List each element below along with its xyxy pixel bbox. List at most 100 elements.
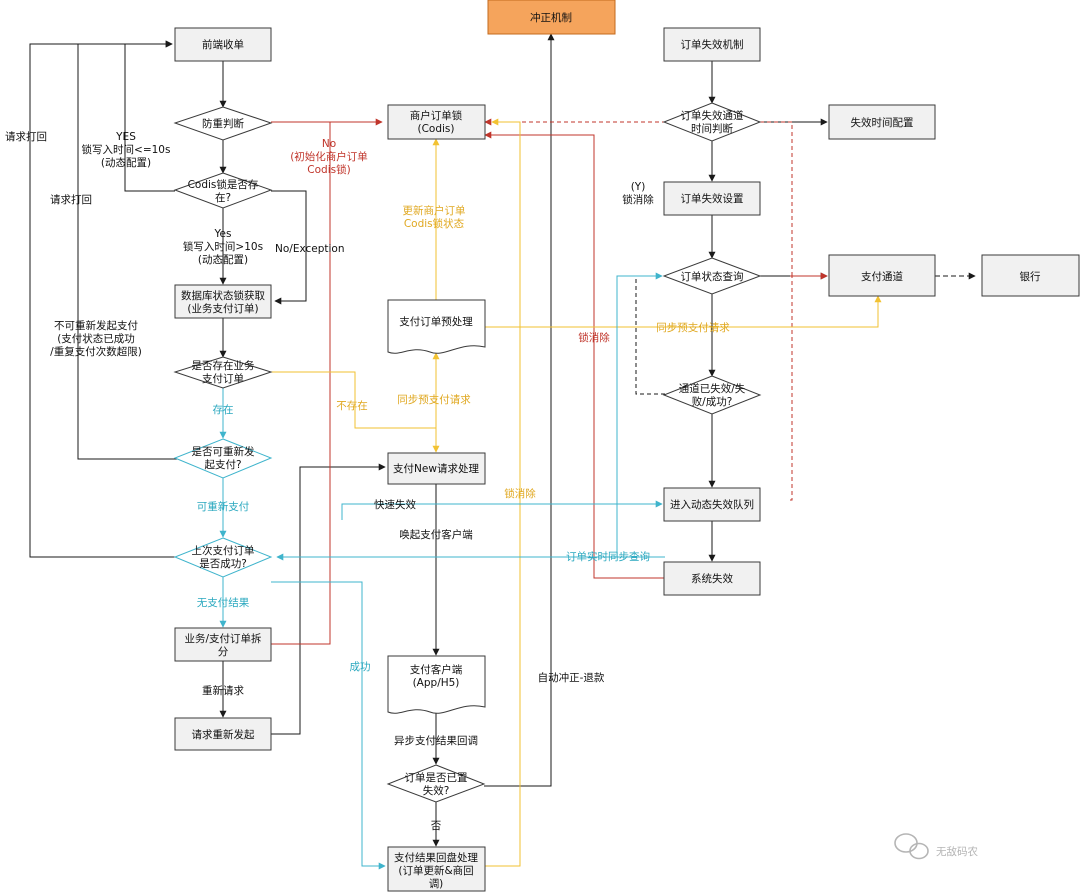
label-invoke-client: 唤起支付客户端	[399, 528, 473, 541]
edge-codis-no-exception	[271, 190, 307, 305]
svg-text:业务/支付订单拆: 业务/支付订单拆	[184, 632, 261, 645]
node-new-request[interactable]: 支付New请求处理	[387, 452, 486, 485]
label-unlock-y-2: 锁消除	[622, 193, 654, 206]
svg-text:(App/H5): (App/H5)	[413, 677, 460, 689]
svg-text:Codis锁是否存: Codis锁是否存	[188, 178, 259, 191]
svg-text:(订单更新&商回: (订单更新&商回	[398, 864, 473, 877]
label-no-init-3: Codis锁)	[307, 163, 350, 176]
svg-text:是否成功?: 是否成功?	[199, 558, 247, 570]
node-system-expire[interactable]: 系统失效	[663, 561, 761, 596]
node-dynamic-queue[interactable]: 进入动态失效队列	[663, 487, 761, 522]
edge-expired-to-correction	[484, 33, 555, 787]
svg-text:(业务支付订单): (业务支付订单)	[187, 302, 258, 315]
node-split-order[interactable]: 业务/支付订单拆 分	[174, 627, 272, 662]
node-pay-channel[interactable]: 支付通道	[828, 254, 936, 297]
svg-text:支付New请求处理: 支付New请求处理	[393, 462, 479, 475]
svg-text:是否可重新发: 是否可重新发	[192, 445, 255, 458]
svg-text:(Codis): (Codis)	[417, 123, 454, 135]
label-sync-prepay-right: 同步预支付请求	[656, 321, 730, 334]
label-bounce-back-1: 请求打回	[5, 130, 47, 143]
svg-text:在?: 在?	[215, 192, 231, 204]
edge-sync-prepay	[485, 295, 882, 328]
edge-unlock-y	[485, 122, 793, 501]
label-update-lock-1: 更新商户订单	[403, 204, 466, 217]
edge-unlock-red	[484, 131, 665, 579]
label-sync-prepay-left: 同步预支付请求	[397, 393, 471, 406]
svg-text:分: 分	[218, 646, 229, 658]
svg-text:进入动态失效队列: 进入动态失效队列	[670, 498, 754, 511]
svg-text:前端收单: 前端收单	[202, 38, 244, 51]
label-no-exception: No/Exception	[275, 243, 345, 255]
node-front-checkout[interactable]: 前端收单	[174, 27, 272, 62]
label-yes-gt10-3: (动态配置)	[198, 253, 248, 266]
edge-to-status-query	[616, 272, 663, 557]
label-success: 成功	[350, 661, 371, 673]
label-yes-lt10-2: 锁写入时间<=10s	[82, 143, 171, 156]
watermark-text: 无敌码农	[936, 845, 978, 858]
edge-cannot-repay-loop	[77, 44, 178, 460]
node-status-query[interactable]: 订单状态查询	[662, 257, 762, 295]
node-dedupe-check[interactable]: 防重判断	[173, 106, 273, 141]
svg-text:失效时间配置: 失效时间配置	[851, 116, 914, 129]
label-not-exists: 不存在	[336, 399, 368, 412]
svg-text:订单状态查询: 订单状态查询	[681, 270, 744, 283]
label-fast-expire: 快速失效	[374, 498, 416, 511]
label-bounce-back-2: 请求打回	[50, 193, 92, 206]
label-update-lock-2: Codis锁状态	[404, 217, 465, 230]
edge-labels: 请求打回 请求打回 YES 锁写入时间<=10s (动态配置) Yes 锁写入时…	[5, 130, 730, 832]
node-biz-order-exists[interactable]: 是否存在业务 支付订单	[173, 356, 273, 389]
svg-text:时间判断: 时间判断	[691, 122, 733, 135]
edge-result-to-lock	[485, 118, 521, 867]
label-yes-gt10-2: 锁写入时间>10s	[183, 240, 263, 253]
svg-text:支付订单预处理: 支付订单预处理	[399, 315, 473, 328]
label-no: 否	[431, 820, 442, 832]
svg-text:通道已失效/失: 通道已失效/失	[679, 382, 746, 395]
svg-text:支付通道: 支付通道	[861, 270, 903, 283]
node-expire-mechanism[interactable]: 订单失效机制	[663, 27, 761, 62]
svg-text:订单失效设置: 订单失效设置	[681, 192, 744, 205]
node-merchant-lock[interactable]: 商户订单锁 (Codis)	[387, 104, 486, 140]
label-cannot-repay-2: (支付状态已成功	[57, 332, 135, 345]
node-correction[interactable]: 冲正机制	[487, 0, 616, 35]
svg-text:防重判断: 防重判断	[202, 117, 244, 130]
label-yes-lt10-3: (动态配置)	[101, 156, 151, 169]
label-yes-lt10-1: YES	[115, 131, 136, 143]
label-cannot-repay-1: 不可重新发起支付	[54, 319, 138, 332]
watermark: 无敌码农	[894, 833, 978, 860]
node-re-request[interactable]: 请求重新发起	[174, 717, 272, 751]
svg-text:商户订单锁: 商户订单锁	[410, 109, 463, 122]
svg-text:起支付?: 起支付?	[204, 458, 241, 471]
label-cannot-repay-3: /重复支付次数超限)	[50, 345, 142, 358]
node-expire-time-config[interactable]: 失效时间配置	[828, 104, 936, 140]
label-unlock-red: 锁消除	[578, 331, 610, 344]
svg-text:支付客户端: 支付客户端	[410, 663, 463, 676]
edge-split-to-lock	[271, 122, 331, 645]
svg-text:请求重新发起: 请求重新发起	[192, 728, 255, 741]
label-unlock-y-1: (Y)	[631, 181, 646, 193]
node-last-pay-success[interactable]: 上次支付订单 是否成功?	[173, 537, 273, 578]
node-order-expired-q[interactable]: 订单是否已置 失效?	[386, 764, 486, 803]
edge-rerequest-to-new	[271, 463, 386, 735]
label-no-pay-result: 无支付结果	[197, 596, 250, 609]
label-exists: 存在	[213, 403, 234, 416]
svg-text:支付订单: 支付订单	[202, 372, 244, 385]
svg-text:支付结果回盘处理: 支付结果回盘处理	[394, 851, 478, 864]
node-pay-client[interactable]: 支付客户端 (App/H5)	[387, 655, 486, 714]
node-db-lock[interactable]: 数据库状态锁获取 (业务支付订单)	[174, 284, 272, 319]
svg-text:调): 调)	[429, 878, 444, 890]
node-codis-exists[interactable]: Codis锁是否存 在?	[173, 172, 273, 209]
node-result-process[interactable]: 支付结果回盘处理 (订单更新&商回 调)	[387, 846, 486, 892]
label-async-callback: 异步支付结果回调	[394, 734, 478, 747]
edge-query-dashed-back	[635, 276, 665, 395]
node-prepay-process[interactable]: 支付订单预处理	[387, 299, 486, 354]
node-expire-setting[interactable]: 订单失效设置	[663, 181, 761, 216]
svg-text:订单是否已置: 订单是否已置	[405, 772, 468, 784]
svg-text:是否存在业务: 是否存在业务	[192, 359, 255, 372]
svg-text:订单失效通道: 订单失效通道	[681, 109, 744, 122]
label-unlock-yellow: 锁消除	[504, 487, 536, 500]
node-channel-failed-q[interactable]: 通道已失效/失 败/成功?	[662, 375, 762, 415]
edge-success-to-result	[271, 581, 386, 870]
node-can-repay[interactable]: 是否可重新发 起支付?	[173, 438, 273, 479]
node-expire-channel-check[interactable]: 订单失效通道 时间判断	[662, 102, 762, 142]
node-bank[interactable]: 银行	[981, 254, 1080, 297]
